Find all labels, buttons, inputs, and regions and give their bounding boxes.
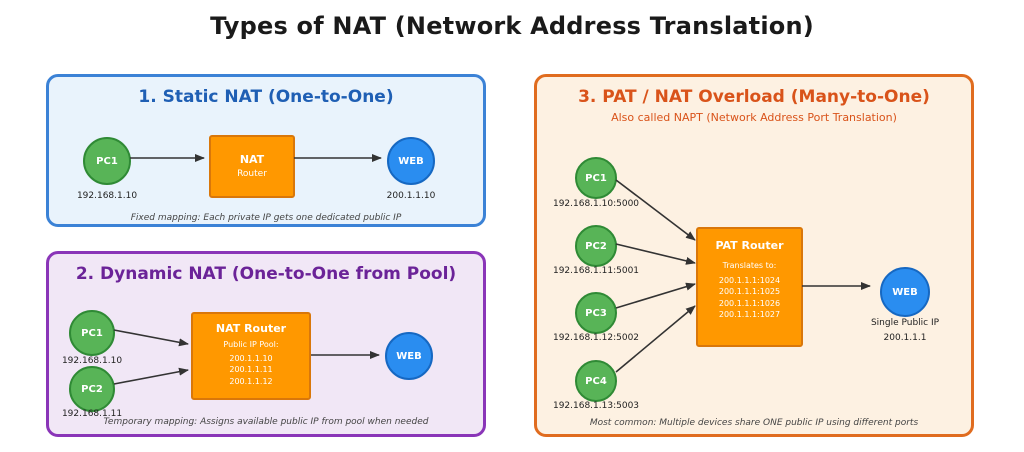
dynamic-arrow-pc2-router xyxy=(113,367,189,385)
static-note: Fixed mapping: Each private IP gets one … xyxy=(130,213,402,223)
pat-router-sub: Translates to: xyxy=(722,261,777,270)
dynamic-web-node: WEB xyxy=(385,332,433,380)
pat-note: Most common: Multiple devices share ONE … xyxy=(589,418,919,428)
dynamic-pc2-node: PC2 xyxy=(69,366,115,412)
dynamic-note: Temporary mapping: Assigns available pub… xyxy=(103,417,429,427)
pat-subheading: Also called NAPT (Network Address Port T… xyxy=(611,111,897,124)
pat-web-label: WEB xyxy=(892,286,918,298)
static-router-sub: Router xyxy=(237,169,267,179)
pat-web-caption: Single Public IP xyxy=(870,318,940,328)
static-pc1-label: PC1 xyxy=(96,155,118,167)
pat-pc3-label: PC3 xyxy=(585,307,607,319)
static-nat-panel: 1. Static NAT (One-to-One) PC1 192.168.1… xyxy=(46,74,486,227)
pat-port-1: 200.1.1.1:1024 xyxy=(718,275,781,285)
pat-web-node: WEB xyxy=(880,267,930,317)
diagram-title: Types of NAT (Network Address Translatio… xyxy=(210,12,814,40)
pat-arrow-pc2-router xyxy=(615,243,696,265)
dynamic-arrow-pc1-router xyxy=(113,329,189,347)
pat-heading: 3. PAT / NAT Overload (Many-to-One) xyxy=(578,87,930,107)
static-web-label: WEB xyxy=(398,155,424,167)
static-pc1-ip: 192.168.1.10 xyxy=(76,191,138,201)
dynamic-pc1-node: PC1 xyxy=(69,310,115,356)
dynamic-pc2-label: PC2 xyxy=(81,383,103,395)
static-pc1-node: PC1 xyxy=(83,137,131,185)
pat-router: PAT Router Translates to: 200.1.1.1:1024… xyxy=(696,227,803,347)
pat-pc4-ip: 192.168.1.13:5003 xyxy=(552,401,640,411)
pat-pc1-ip: 192.168.1.10:5000 xyxy=(552,199,640,209)
dynamic-web-label: WEB xyxy=(396,350,422,362)
static-router-name: NAT xyxy=(239,153,265,166)
pat-pc2-node: PC2 xyxy=(575,225,617,267)
static-nat-router: NAT Router xyxy=(209,135,295,198)
pat-web-ip: 200.1.1.1 xyxy=(883,333,927,343)
dynamic-pc2-ip: 192.168.1.11 xyxy=(61,409,123,419)
pat-pc3-ip: 192.168.1.12:5002 xyxy=(552,333,640,343)
static-web-ip: 200.1.1.10 xyxy=(386,191,436,201)
dynamic-nat-panel: 2. Dynamic NAT (One-to-One from Pool) PC… xyxy=(46,251,486,437)
pat-arrow-pc1-router xyxy=(615,179,696,241)
pool-ip-1: 200.1.1.10 xyxy=(229,353,273,363)
pat-port-4: 200.1.1.1:1027 xyxy=(718,310,781,319)
dynamic-pc1-label: PC1 xyxy=(81,327,103,339)
pat-panel: 3. PAT / NAT Overload (Many-to-One) Also… xyxy=(534,74,974,437)
dynamic-router-name: NAT Router xyxy=(215,322,287,335)
dynamic-nat-router: NAT Router Public IP Pool: 200.1.1.10 20… xyxy=(191,312,311,400)
static-nat-heading: 1. Static NAT (One-to-One) xyxy=(138,87,394,107)
dynamic-nat-heading: 2. Dynamic NAT (One-to-One from Pool) xyxy=(75,264,457,284)
pat-pc1-label: PC1 xyxy=(585,172,607,184)
pat-port-2: 200.1.1.1:1025 xyxy=(718,287,781,296)
pat-pc3-node: PC3 xyxy=(575,292,617,334)
pat-pc4-node: PC4 xyxy=(575,360,617,402)
pat-arrow-pc3-router xyxy=(615,282,696,309)
pat-pc2-ip: 192.168.1.11:5001 xyxy=(552,266,640,276)
pool-ip-3: 200.1.1.12 xyxy=(229,376,273,386)
pat-port-3: 200.1.1.1:1026 xyxy=(718,298,781,308)
dynamic-router-sub: Public IP Pool: xyxy=(223,340,279,349)
pat-arrow-pc4-router xyxy=(615,305,696,373)
dynamic-pc1-ip: 192.168.1.10 xyxy=(61,356,123,366)
pat-router-name: PAT Router xyxy=(715,239,784,252)
pat-pc1-node: PC1 xyxy=(575,157,617,199)
pat-pc4-label: PC4 xyxy=(585,375,607,387)
pool-ip-2: 200.1.1.11 xyxy=(229,365,273,374)
static-web-node: WEB xyxy=(387,137,435,185)
pat-pc2-label: PC2 xyxy=(585,240,607,252)
